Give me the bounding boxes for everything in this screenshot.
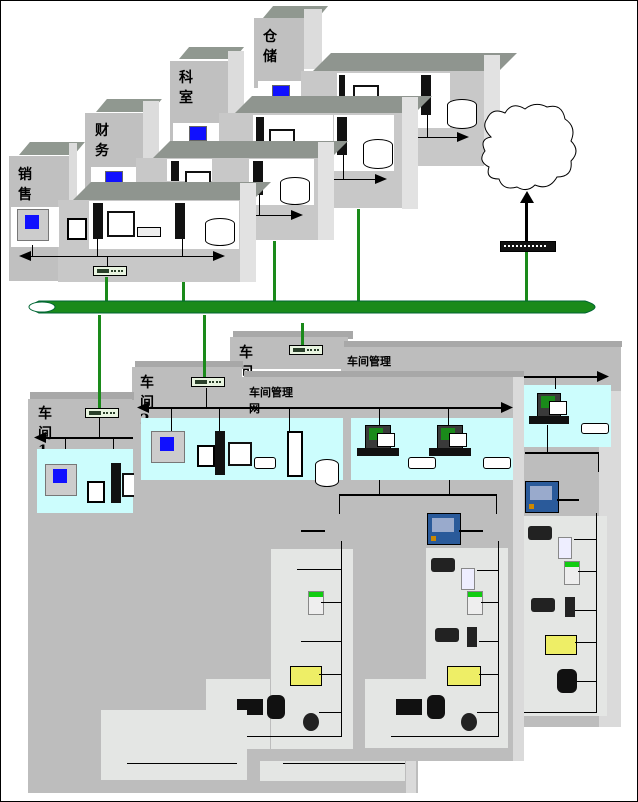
servo-motor-icon xyxy=(531,598,555,612)
backbone-link xyxy=(301,323,304,345)
printer-icon xyxy=(67,218,87,240)
io-module-icon xyxy=(290,666,322,686)
printer-icon xyxy=(483,457,511,469)
backbone-link xyxy=(182,282,185,301)
plc-icon xyxy=(396,699,422,715)
database-icon xyxy=(447,99,477,129)
server-icon xyxy=(175,203,185,239)
backbone-link xyxy=(98,315,101,408)
motor-icon xyxy=(303,713,319,731)
server-icon xyxy=(215,431,225,475)
server-icon xyxy=(256,117,264,143)
database-icon xyxy=(205,218,235,246)
server-icon xyxy=(339,75,345,97)
pump-icon xyxy=(267,695,285,719)
backbone-link xyxy=(357,209,360,301)
io-module-icon xyxy=(447,666,481,686)
hub-icon xyxy=(93,266,127,276)
drive-icon xyxy=(461,568,475,590)
arrow-right-icon xyxy=(501,402,513,413)
pump-icon xyxy=(427,695,445,719)
backbone-link xyxy=(273,241,276,301)
arrow-right-icon xyxy=(597,371,609,382)
monitor-icon xyxy=(228,442,252,466)
controller-icon xyxy=(564,561,580,585)
server-icon xyxy=(337,117,347,155)
arrow-left-icon xyxy=(19,251,31,261)
servo-motor-icon xyxy=(528,526,552,540)
arrow-right-icon xyxy=(213,251,225,261)
monitor-icon xyxy=(107,211,135,237)
arrow-right-icon xyxy=(457,132,469,142)
servo-motor-icon xyxy=(431,558,455,572)
arrow-right-icon xyxy=(291,210,303,220)
internet-cloud-icon xyxy=(481,103,577,191)
hmi-panel-icon xyxy=(525,481,559,513)
database-icon xyxy=(363,139,393,169)
database-icon xyxy=(280,177,310,205)
controller-icon xyxy=(308,591,324,615)
backbone-link xyxy=(203,315,206,377)
enterprise-backbone xyxy=(28,300,596,314)
arrow-up-icon xyxy=(520,191,534,203)
monitor-icon xyxy=(122,473,134,497)
arrow-left-icon xyxy=(34,432,46,443)
pump-icon xyxy=(557,669,577,693)
drive-icon xyxy=(467,627,477,647)
server-icon xyxy=(171,161,179,181)
hub-icon xyxy=(191,377,225,387)
office-label-sales: 销售 xyxy=(18,167,32,203)
arrow-left-icon xyxy=(137,402,149,413)
server-icon xyxy=(111,463,121,503)
backbone-link xyxy=(525,249,528,301)
router-icon xyxy=(500,241,556,252)
office-label-department: 科室 xyxy=(179,70,193,106)
printer-icon xyxy=(197,445,215,467)
database-icon xyxy=(315,459,339,487)
printer-icon xyxy=(408,457,436,469)
workstation-icon xyxy=(189,126,207,141)
printer-icon xyxy=(581,423,609,434)
office-label-finance: 财务 xyxy=(95,123,109,159)
hmi-panel-icon xyxy=(427,513,461,545)
io-module-icon xyxy=(545,635,577,655)
motor-icon xyxy=(461,713,477,731)
hub-icon xyxy=(289,345,323,355)
uplink-arrow xyxy=(525,201,528,241)
controller-icon xyxy=(467,591,483,615)
drive-icon xyxy=(565,597,575,617)
server-icon xyxy=(253,161,263,195)
servo-motor-icon xyxy=(435,628,459,642)
server-icon xyxy=(93,203,103,239)
server-icon xyxy=(421,75,431,115)
office-label-warehouse: 仓储 xyxy=(263,29,277,65)
arrow-right-icon xyxy=(375,174,387,184)
backbone-link xyxy=(105,277,108,301)
printer-icon xyxy=(254,457,276,469)
printer-icon xyxy=(87,481,105,503)
hub-icon xyxy=(85,408,119,418)
modem-icon xyxy=(137,227,161,237)
drive-icon xyxy=(558,537,572,559)
server-icon xyxy=(287,431,303,477)
